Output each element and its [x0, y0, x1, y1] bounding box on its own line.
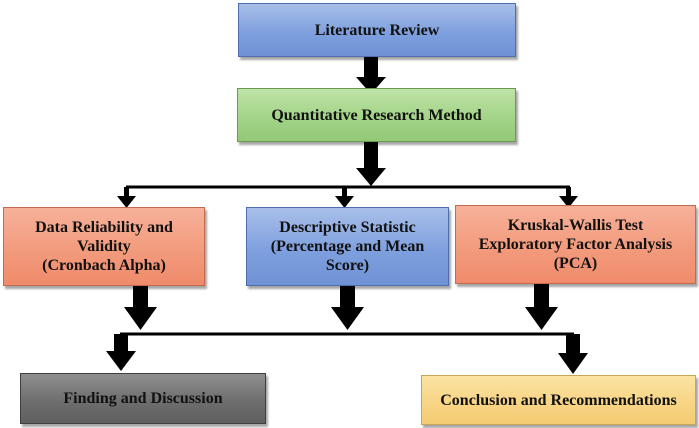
literature-review-label: Literature Review [314, 21, 440, 39]
descriptive-statistic-text: Descriptive Statistic (Percentage and Me… [271, 218, 424, 275]
finding-discussion-label: Finding and Discussion [63, 390, 223, 407]
reliability-line-3: (Cronbach Alpha) [42, 257, 166, 274]
arrow-merge-to-conclusion [558, 334, 588, 374]
arrow-branch-to-descriptive [335, 187, 354, 208]
descriptive-line-3: Score) [325, 257, 370, 274]
arrow-descriptive-down [331, 286, 364, 330]
reliability-validity-text: Data Reliability and Validity (Cronbach … [35, 218, 173, 275]
descriptive-line-2: (Percentage and Mean [270, 238, 425, 255]
reliability-line-2: Validity [77, 238, 131, 255]
reliability-validity-box: Data Reliability and Validity (Cronbach … [3, 207, 205, 286]
arrow-reliability-down [124, 286, 157, 330]
descriptive-line-1: Descriptive Statistic [279, 219, 416, 236]
kruskal-line-3: (PCA) [553, 255, 598, 272]
finding-discussion-box: Finding and Discussion [20, 373, 266, 424]
quantitative-method-label: Quantitative Research Method [271, 106, 482, 124]
conclusion-recommendations-label: Conclusion and Recommendations [440, 391, 677, 409]
arrow-branch-to-reliability [117, 187, 136, 208]
arrow-quant-to-branch [356, 141, 386, 186]
descriptive-statistic-box: Descriptive Statistic (Percentage and Me… [246, 207, 449, 286]
literature-review-box: Literature Review [238, 3, 516, 57]
kruskal-line-2: Exploratory Factor Analysis [478, 236, 673, 253]
arrow-kruskal-down [525, 283, 558, 330]
kruskal-wallis-box: Kruskal-Wallis Test Exploratory Factor A… [455, 205, 696, 284]
quantitative-method-box: Quantitative Research Method [237, 88, 516, 142]
reliability-line-1: Data Reliability and [35, 219, 173, 236]
kruskal-line-1: Kruskal-Wallis Test [507, 217, 644, 234]
arrow-branch-to-kruskal [559, 187, 578, 208]
kruskal-wallis-text: Kruskal-Wallis Test Exploratory Factor A… [479, 216, 672, 273]
arrow-lit-to-quant [356, 57, 386, 94]
conclusion-recommendations-box: Conclusion and Recommendations [421, 375, 696, 425]
arrow-merge-to-finding [106, 334, 136, 371]
